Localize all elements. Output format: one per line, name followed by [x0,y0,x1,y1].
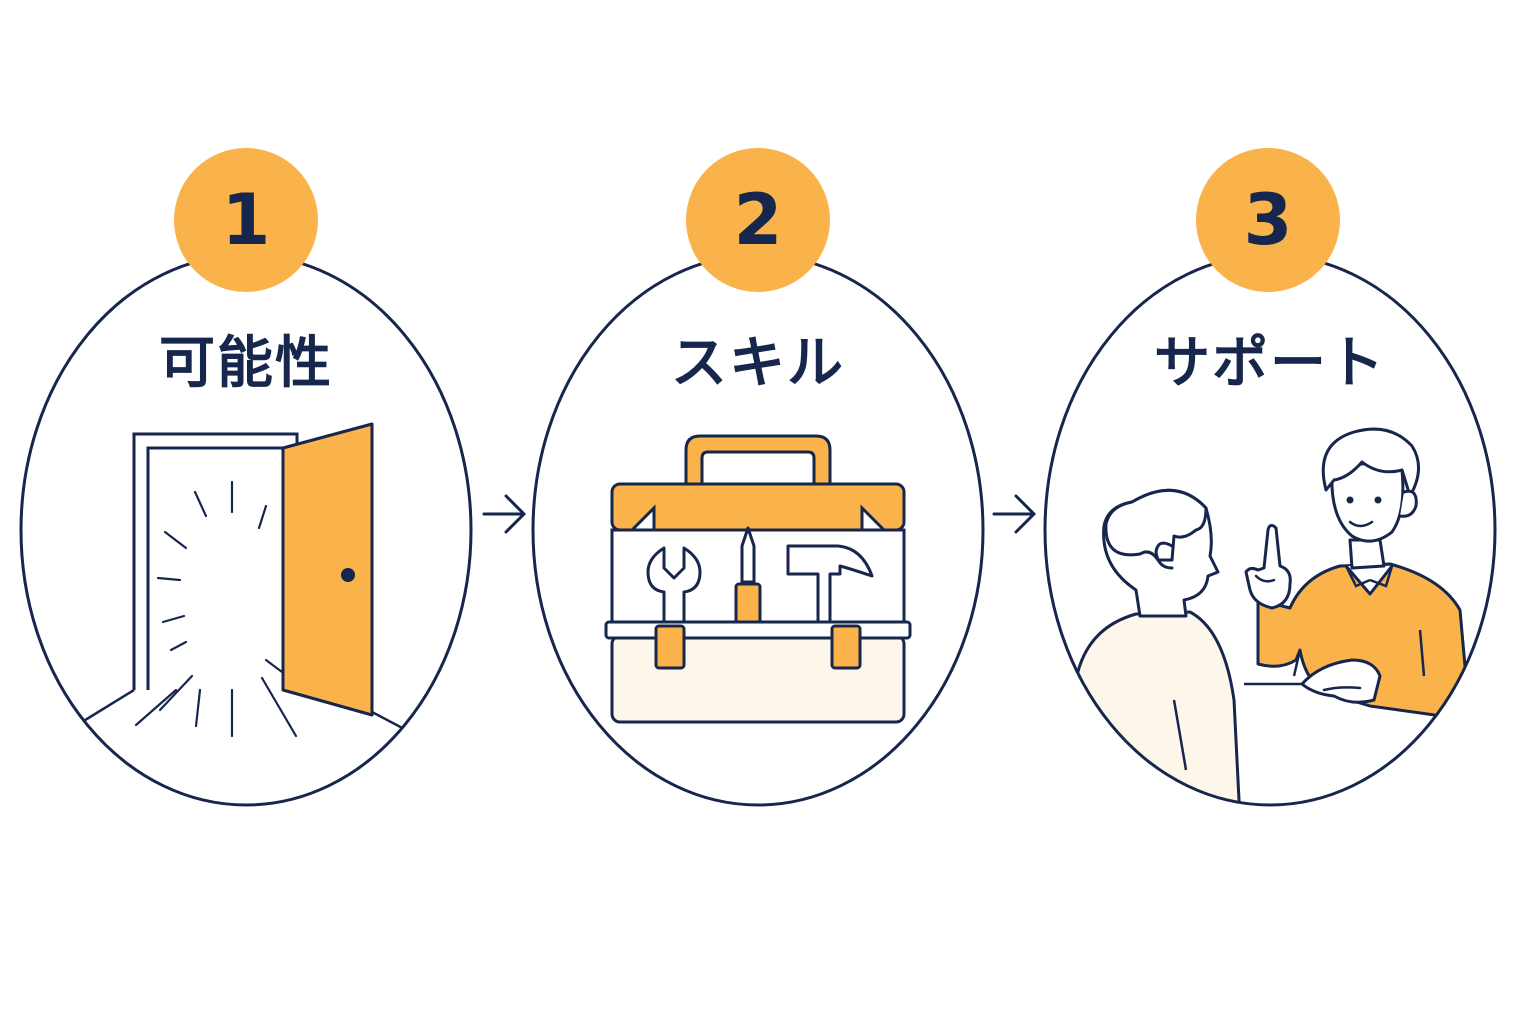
step-3-badge [1196,148,1340,292]
step-3-title: サポート [1154,331,1386,396]
arrow-right-icon [992,494,1036,534]
step-3-card [1043,148,1497,807]
step-1-card [19,148,473,807]
step-1-number: 1 [221,179,271,261]
mentor-support-icon [1072,427,1470,805]
step-2-number: 2 [733,179,783,261]
step-1-badge [174,148,318,292]
toolbox-icon [604,434,912,724]
open-door-icon [21,422,471,770]
step-2-title: スキル [671,331,845,396]
step-3-number: 3 [1243,179,1293,261]
step-1-title: 可能性 [159,331,333,396]
step-2-badge [686,148,830,292]
step-2-card [531,148,985,807]
arrow-right-icon [482,494,526,534]
